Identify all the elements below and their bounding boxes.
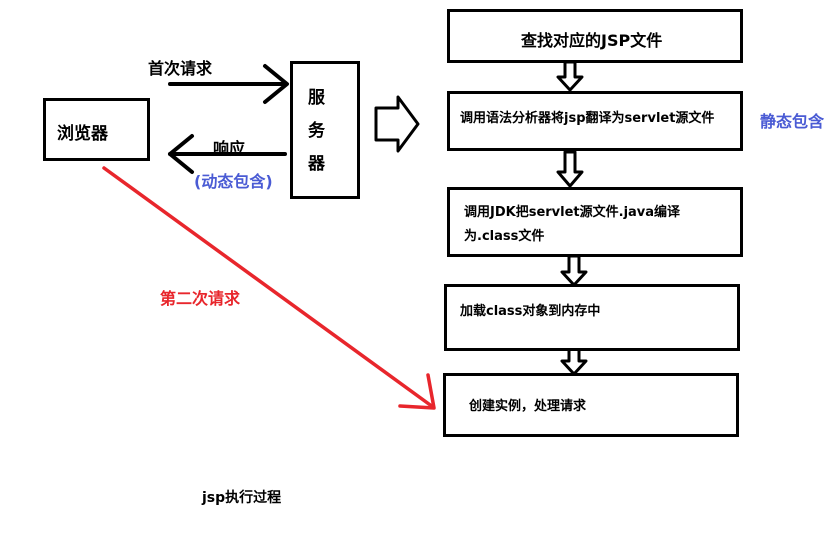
step-translate-label: 调用语法分析器将jsp翻译为servlet源文件 <box>460 111 715 126</box>
server-box: 服 务 器 <box>290 61 360 199</box>
dynamic-include-label: (动态包含) <box>194 172 273 191</box>
step-compile-label-line2: 为.class文件 <box>464 229 545 244</box>
browser-label: 浏览器 <box>57 124 108 144</box>
step-find-jsp-box: 查找对应的JSP文件 <box>447 9 743 63</box>
server-label-2: 务 <box>308 121 325 141</box>
server-label-3: 器 <box>308 154 325 174</box>
down-arrow-4 <box>560 345 588 376</box>
step-create-instance-label: 创建实例，处理请求 <box>469 399 587 414</box>
step-load-class-label: 加载class对象到内存中 <box>460 304 601 319</box>
first-request-label: 首次请求 <box>148 59 213 78</box>
diagram-caption: jsp执行过程 <box>202 490 282 506</box>
step-compile-label-line1: 调用JDK把servlet源文件.java编译 <box>464 205 681 220</box>
down-arrow-1 <box>556 60 584 92</box>
step-find-jsp-label: 查找对应的JSP文件 <box>521 31 663 50</box>
browser-box: 浏览器 <box>43 98 150 161</box>
second-request-label: 第二次请求 <box>160 289 241 308</box>
first-request-arrow <box>168 64 289 104</box>
response-arrow <box>168 134 287 174</box>
server-label-1: 服 <box>308 88 325 108</box>
step-create-instance-box: 创建实例，处理请求 <box>443 373 739 437</box>
step-translate-box: 调用语法分析器将jsp翻译为servlet源文件 <box>447 91 743 151</box>
response-label: 响应 <box>213 139 246 158</box>
server-to-steps-arrow <box>374 95 420 153</box>
down-arrow-2 <box>556 150 584 188</box>
step-compile-box: 调用JDK把servlet源文件.java编译 为.class文件 <box>447 187 743 257</box>
down-arrow-3 <box>560 254 588 287</box>
second-request-arrow <box>102 166 436 410</box>
step-load-class-box: 加载class对象到内存中 <box>444 284 740 351</box>
static-include-label: 静态包含 <box>760 112 825 131</box>
